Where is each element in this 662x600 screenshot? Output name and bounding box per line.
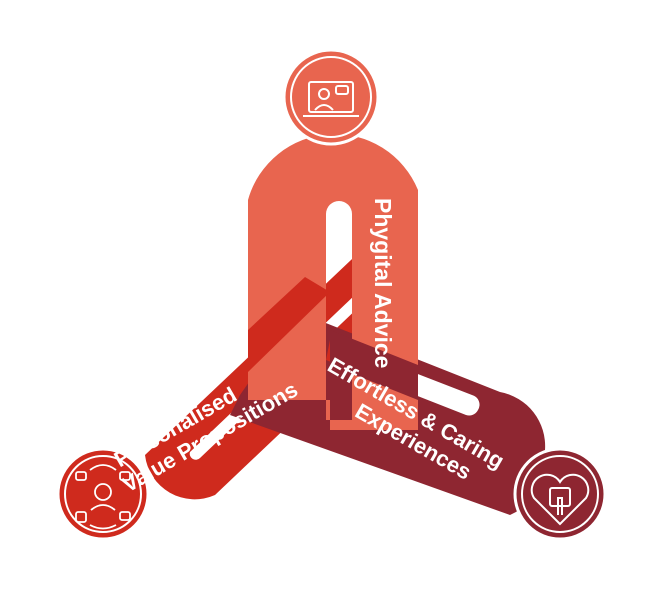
video-advisor-badge [282,48,380,146]
heart-touch-icon [530,473,590,526]
customer-journey-badge [56,447,150,541]
effortless-link-overlap [330,330,418,400]
video-advisor-icon [303,81,359,117]
customer-journey-icon [75,464,131,530]
phygital-label: Phygital Advice [370,198,396,368]
heart-touch-badge [513,447,607,541]
personalised-link-overlap [248,277,330,372]
